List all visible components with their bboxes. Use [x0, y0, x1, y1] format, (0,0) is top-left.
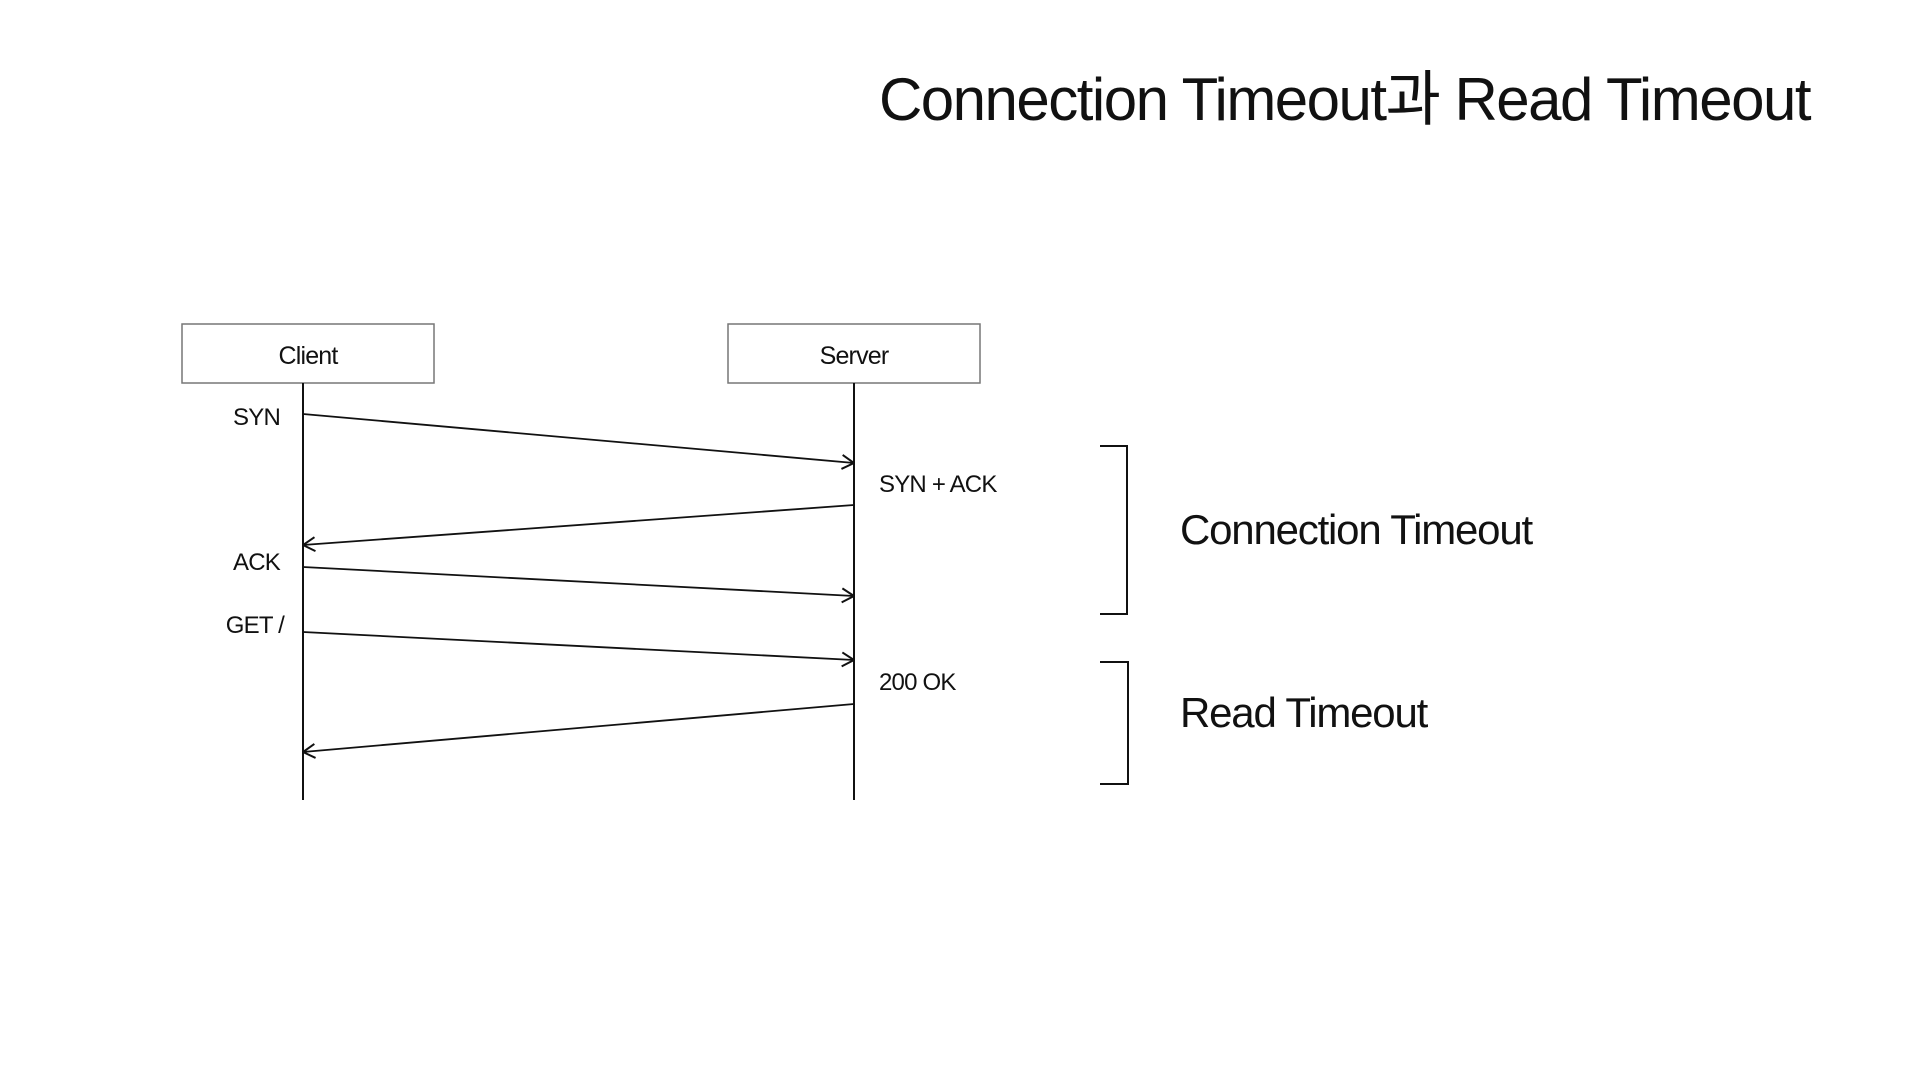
read-timeout-bracket [1100, 661, 1129, 785]
message-label-syn: SYN [233, 404, 280, 431]
message-label-get: GET / [226, 612, 285, 639]
server-box [727, 323, 981, 384]
read-timeout-label: Read Timeout [1180, 689, 1429, 736]
message-arrow-get [302, 631, 854, 660]
message-arrow-syn-ack [303, 504, 855, 545]
message-label-ack: ACK [233, 549, 281, 576]
connection-timeout-label: Connection Timeout [1180, 506, 1533, 553]
slide-title: Connection Timeout과 Read Timeout [878, 66, 1812, 133]
connection-timeout-bracket [1100, 445, 1128, 615]
message-arrow-200-ok [303, 703, 855, 752]
message-arrow-syn [302, 413, 854, 463]
server-label: Server [820, 342, 889, 370]
client-participant: Client [181, 323, 435, 384]
message-label-200-ok: 200 OK [879, 669, 956, 696]
client-label: Client [278, 342, 338, 370]
message-label-syn-ack: SYN + ACK [879, 471, 997, 498]
client-box [181, 323, 435, 384]
message-arrow-ack [302, 566, 854, 596]
server-participant: Server [727, 323, 981, 384]
